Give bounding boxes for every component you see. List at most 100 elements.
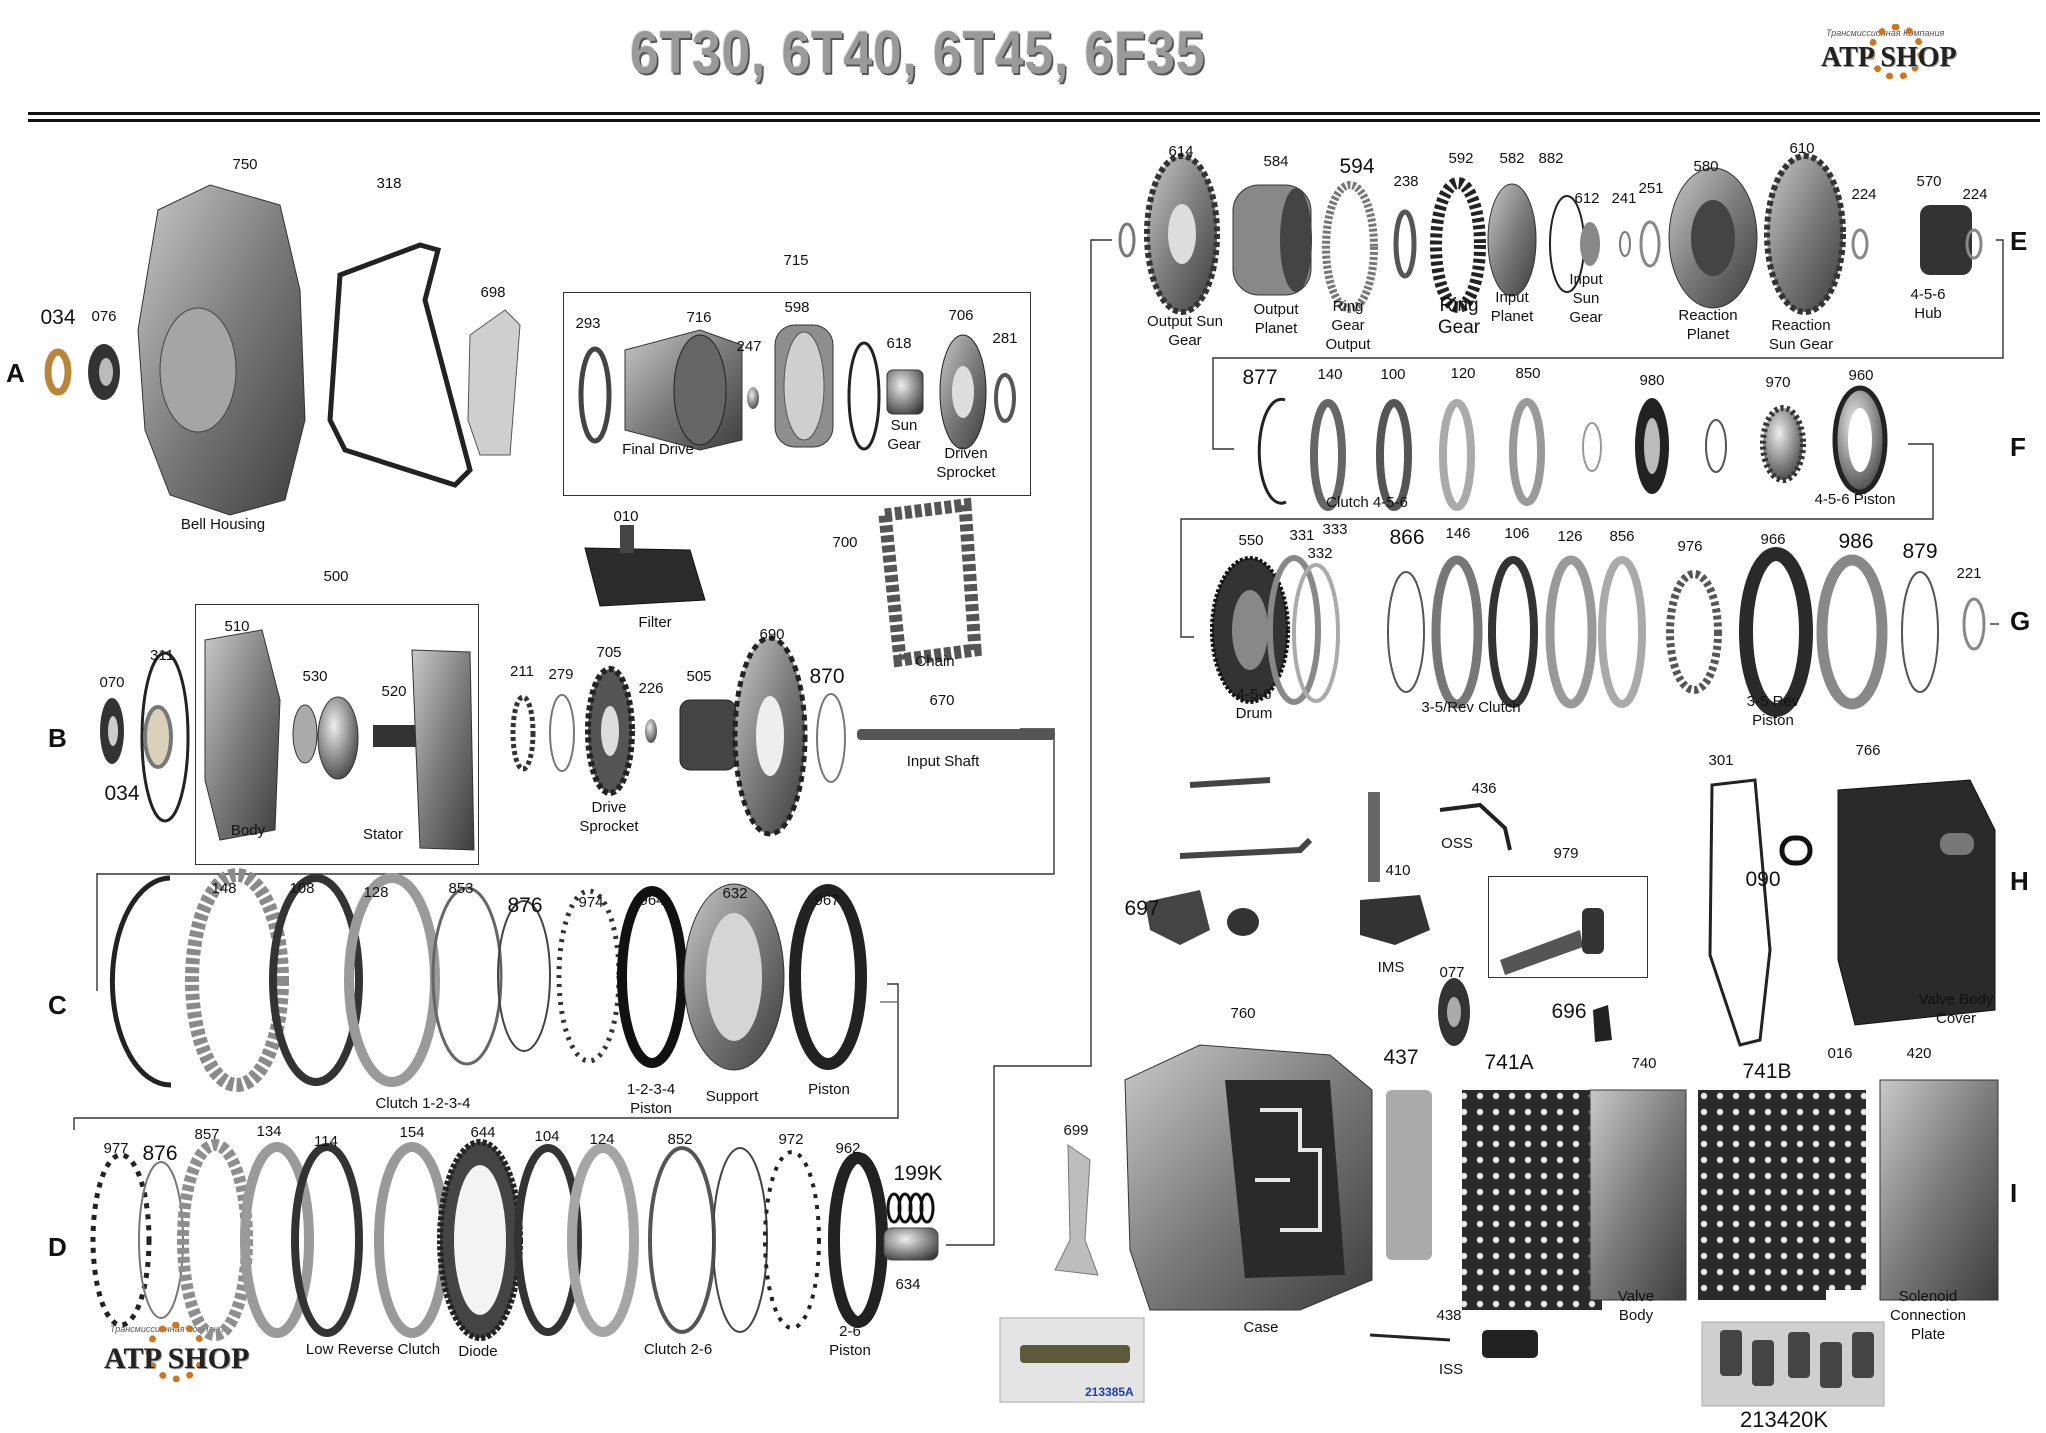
part-number: 437	[1383, 1046, 1419, 1069]
row-label-b: B	[48, 723, 67, 753]
row-label-h: H	[2010, 866, 2029, 896]
part-number: 715	[783, 252, 809, 269]
caption-low-reverse-clutch: Low Reverse Clutch	[305, 1341, 441, 1358]
final-drive-parts	[578, 324, 1016, 451]
row-label-i: I	[2010, 1178, 2018, 1208]
part-number: 964	[639, 892, 665, 909]
caption-ring-gear: Ring Gear	[1437, 295, 1481, 338]
chain-700	[877, 497, 982, 668]
solenoid-plate-420	[1879, 1079, 1999, 1301]
part-number: 634	[895, 1276, 921, 1293]
part-number: 644	[470, 1124, 496, 1141]
part-number: 410	[1385, 862, 1411, 879]
part-number: 530	[302, 668, 328, 685]
row-f-parts	[1257, 385, 1888, 511]
part-number: 618	[886, 335, 912, 352]
logo-gear-icon	[1868, 24, 1924, 80]
bracket-697	[1145, 890, 1210, 945]
gasket-301	[1708, 778, 1772, 1047]
part-number: 697	[1124, 897, 1160, 920]
part-number: 140	[1317, 366, 1343, 383]
caption-clutch-35rev: 3-5/Rev Clutch	[1421, 699, 1521, 716]
caption-output-sun-gear: Output Sun Gear	[1147, 313, 1223, 349]
row-b-parts	[100, 629, 1055, 851]
stator-520	[411, 649, 475, 851]
caption-clutch-456: Clutch 4-5-6	[1326, 494, 1408, 511]
part-number: 100	[1380, 366, 1406, 383]
part-number: 972	[778, 1131, 804, 1148]
valve-body-cover-766	[1837, 779, 1996, 1026]
part-number: 154	[399, 1124, 425, 1141]
caption-output-planet: Output Planet	[1253, 301, 1299, 337]
part-number: 979	[1553, 845, 1579, 862]
caption-case: Case	[1243, 1319, 1279, 1336]
part-number: 224	[1962, 186, 1988, 203]
part-number: 970	[1765, 374, 1791, 391]
part-number: 960	[1848, 367, 1874, 384]
valve-body-740	[1589, 1089, 1687, 1301]
part-number: 120	[1450, 365, 1476, 382]
row-g-parts	[1210, 547, 1986, 717]
part-number: 592	[1448, 150, 1474, 167]
part-number: 876	[507, 894, 543, 917]
caption-oss: OSS	[1441, 835, 1473, 852]
part-number: 034	[104, 782, 140, 805]
part-number: 318	[376, 175, 402, 192]
part-number: 301	[1708, 752, 1734, 769]
part-number: 850	[1515, 365, 1541, 382]
row-label-d: D	[48, 1232, 67, 1262]
part-number: 980	[1639, 372, 1665, 389]
part-number: 582	[1499, 150, 1525, 167]
caption-4-5-6-hub: 4-5-6 Hub	[1910, 286, 1946, 322]
part-number: 510	[224, 618, 250, 635]
logo-brand: ATP SHOP	[104, 1342, 250, 1375]
part-number: 696	[1551, 1000, 1587, 1023]
row-i-parts	[999, 1044, 1999, 1407]
part-number: 966	[1760, 531, 1786, 548]
caption-ims: IMS	[1377, 959, 1405, 976]
part-number: 877	[1242, 366, 1278, 389]
part-number: 741A	[1484, 1051, 1534, 1074]
row-label-g: G	[2010, 606, 2031, 636]
caption-stator: Stator	[362, 826, 404, 843]
part-number: 293	[575, 315, 601, 332]
part-number: 331	[1289, 527, 1315, 544]
caption-drive-sprocket: Drive Sprocket	[579, 799, 639, 835]
caption-diode: Diode	[458, 1343, 498, 1360]
part-number: 016	[1827, 1045, 1853, 1062]
part-number: 570	[1916, 173, 1942, 190]
caption-sun-gear: Sun Gear	[887, 417, 921, 453]
part-number: 766	[1855, 742, 1881, 759]
ims-410	[1360, 895, 1430, 945]
part-number: 705	[596, 644, 622, 661]
part-number: 124	[589, 1131, 615, 1148]
caption-final-drive: Final Drive	[622, 441, 694, 458]
part-number: 090	[1745, 868, 1781, 891]
part-number: 760	[1230, 1005, 1256, 1022]
part-number: 698	[480, 284, 506, 301]
part-number: 211	[510, 663, 534, 680]
part-number: 505	[686, 668, 712, 685]
part-number: 114	[314, 1133, 338, 1150]
part-number: 221	[1956, 565, 1982, 582]
part-number: 977	[103, 1140, 129, 1157]
part-number: 853	[448, 880, 474, 897]
caption-ring-gear-output: Ring Gear Output	[1325, 298, 1371, 353]
part-number: 226	[638, 680, 664, 697]
caption-chain: Chain	[915, 653, 955, 670]
logo-brand: ATP SHOP	[1821, 42, 1957, 73]
row-c-parts	[109, 868, 897, 1092]
part-number: 126	[1557, 528, 1583, 545]
part-number: 104	[534, 1128, 560, 1145]
caption-piston: Piston	[808, 1081, 850, 1098]
caption-piston-35rev: 3-5 Rev Piston	[1746, 693, 1800, 729]
part-number: 879	[1902, 540, 1938, 563]
part-number: 614	[1168, 143, 1194, 160]
caption-input-shaft: Input Shaft	[906, 753, 980, 770]
caption-piston-456: 4-5-6 Piston	[1814, 491, 1896, 508]
part-number: 241	[1611, 190, 1637, 207]
caption-clutch-1234: Clutch 1-2-3-4	[375, 1095, 471, 1112]
part-number: 741B	[1742, 1060, 1792, 1083]
part-number: 010	[613, 508, 639, 525]
